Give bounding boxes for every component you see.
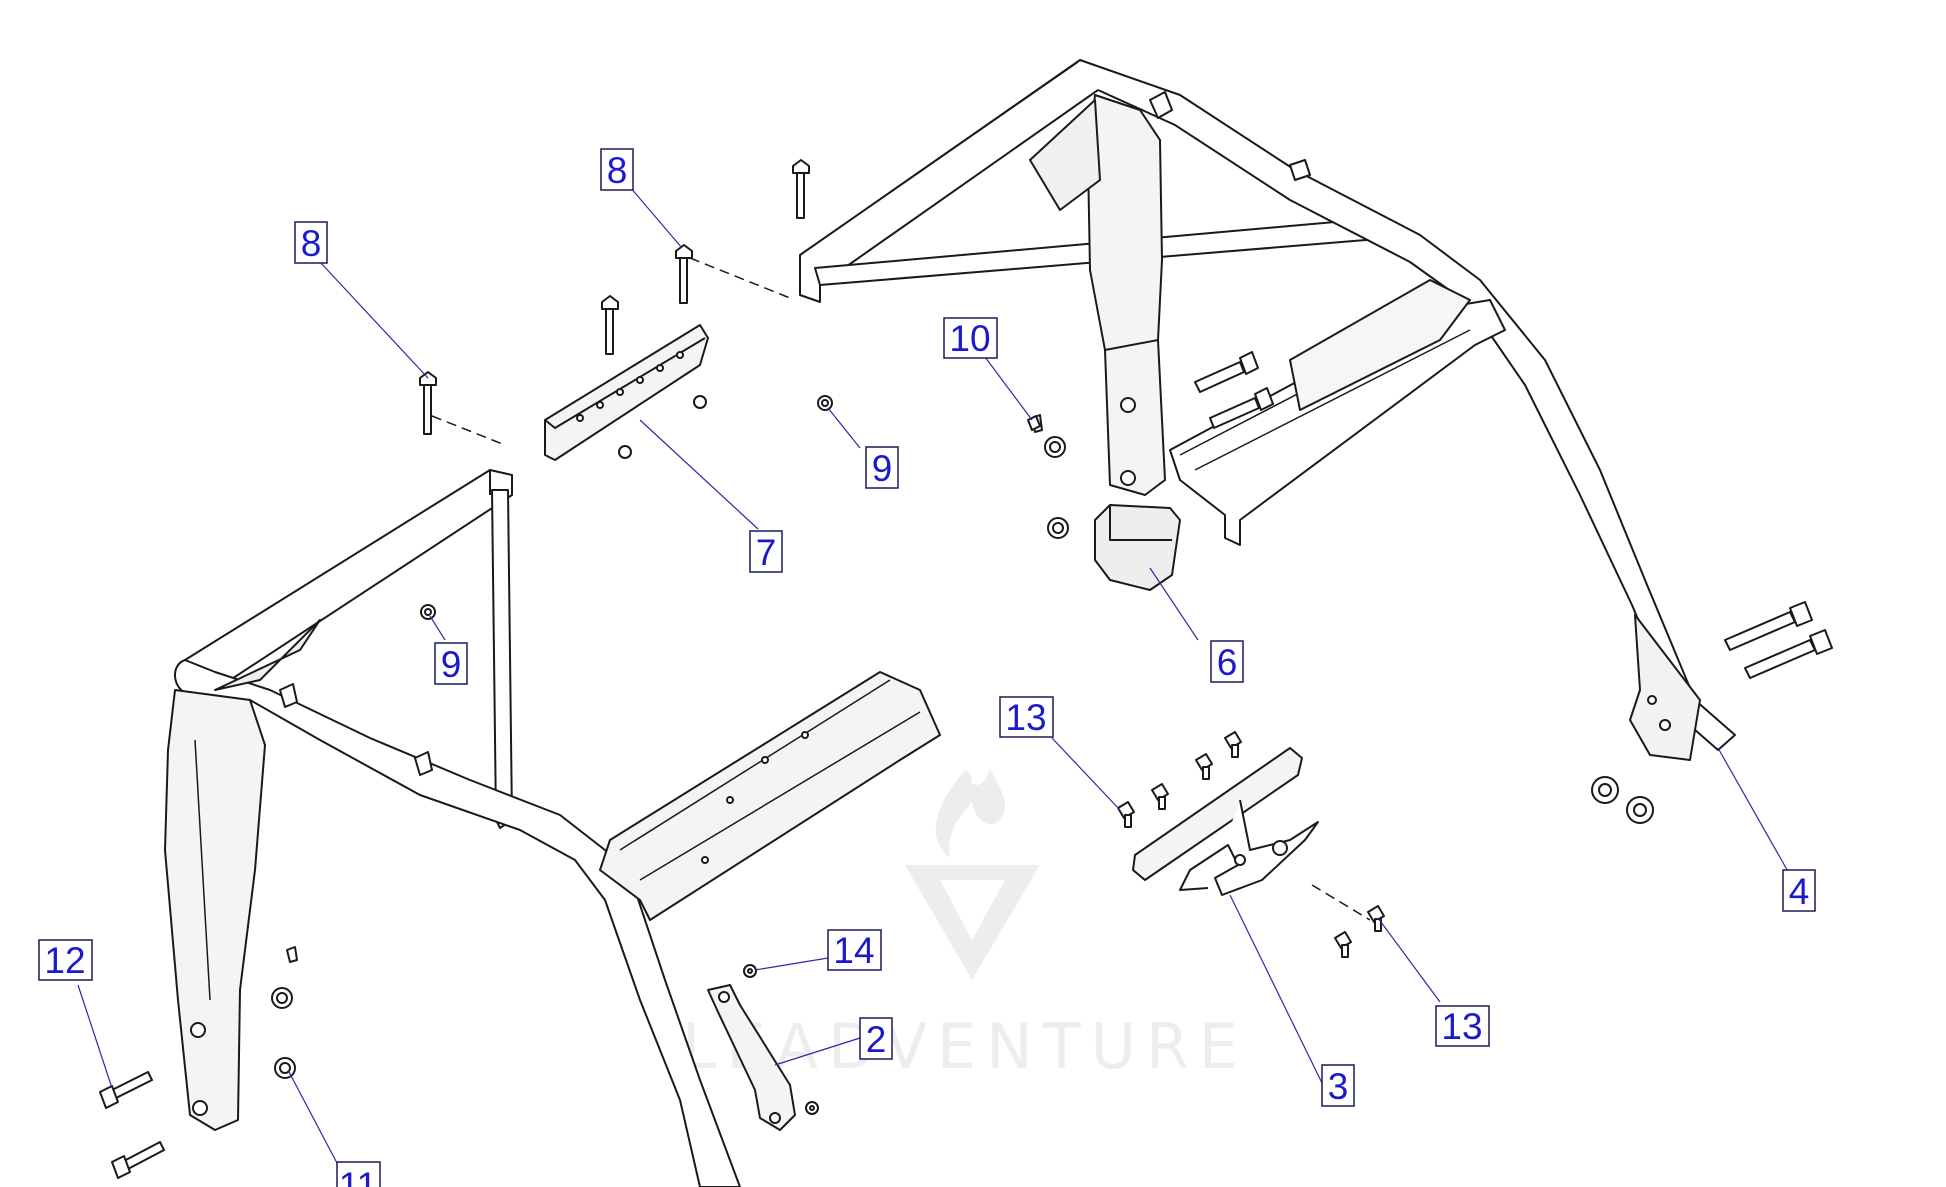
part-11-nuts — [271, 946, 298, 1079]
callout-13-lower: 13 — [1435, 1005, 1490, 1047]
svg-text:13: 13 — [1441, 1006, 1482, 1047]
callout-14: 14 — [827, 929, 882, 971]
alignment-lines — [431, 257, 1371, 921]
callout-8-left: 8 — [294, 221, 328, 264]
rear-upright-bolts — [1194, 351, 1833, 824]
callout-9-right: 9 — [865, 446, 899, 489]
svg-text:4: 4 — [1789, 871, 1810, 912]
part-6-bracket — [1031, 414, 1181, 591]
part-13-bolts-upper — [1117, 731, 1242, 828]
part-3-bracket — [1117, 731, 1385, 958]
callout-11: 11 — [336, 1161, 381, 1187]
part-2-strap — [707, 964, 819, 1131]
callouts: 8 8 10 9 7 9 6 13 — [38, 148, 1816, 1187]
part-13-bolts-lower — [1334, 905, 1385, 958]
svg-text:10: 10 — [949, 318, 990, 359]
part-7-channel-bracket — [544, 324, 709, 461]
svg-text:13: 13 — [1005, 697, 1046, 738]
svg-text:9: 9 — [872, 448, 893, 489]
part-9-nuts — [420, 395, 833, 620]
svg-text:6: 6 — [1217, 642, 1238, 683]
part-12-bolts — [99, 1071, 165, 1179]
callout-13-upper: 13 — [999, 696, 1054, 738]
svg-text:11: 11 — [339, 1165, 377, 1187]
svg-text:3: 3 — [1328, 1066, 1349, 1107]
callout-7: 7 — [749, 530, 783, 573]
callout-8-center: 8 — [600, 148, 634, 191]
svg-text:14: 14 — [833, 930, 874, 971]
front-cage-frame — [164, 469, 941, 1187]
callout-9-left: 9 — [434, 642, 468, 685]
callout-12: 12 — [38, 939, 93, 981]
leader-lines — [77, 186, 1791, 1166]
svg-text:8: 8 — [607, 150, 628, 191]
svg-text:12: 12 — [44, 940, 85, 981]
svg-text:7: 7 — [756, 532, 777, 573]
svg-text:8: 8 — [301, 223, 322, 264]
watermark-logo-icon — [905, 768, 1040, 980]
parts — [99, 59, 1833, 1187]
callout-10: 10 — [943, 317, 998, 359]
callout-4: 4 — [1782, 869, 1816, 912]
part-8-bolts — [419, 159, 810, 435]
callout-6: 6 — [1210, 640, 1244, 683]
callout-3: 3 — [1321, 1064, 1355, 1107]
svg-text:2: 2 — [866, 1019, 887, 1060]
callout-2: 2 — [859, 1017, 893, 1060]
rear-cage-frame — [799, 59, 1736, 761]
svg-text:9: 9 — [441, 644, 462, 685]
